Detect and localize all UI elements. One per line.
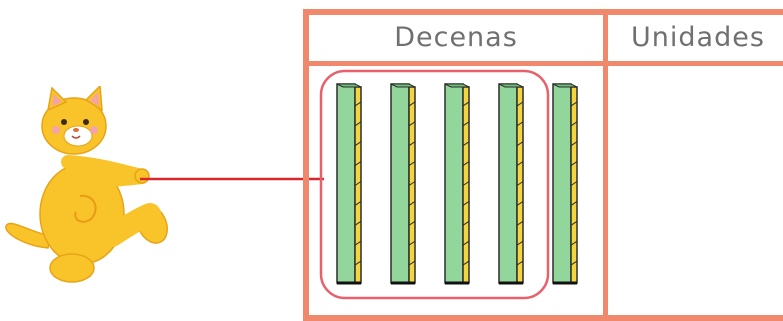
column-header-unidades: Unidades (631, 22, 765, 53)
column-header-decenas: Decenas (394, 22, 518, 53)
table-header-row: Decenas Unidades (309, 15, 783, 66)
place-value-table: Decenas Unidades (303, 9, 783, 321)
cat-character (5, 86, 168, 283)
rope-line (140, 177, 324, 181)
column-divider (603, 15, 608, 315)
